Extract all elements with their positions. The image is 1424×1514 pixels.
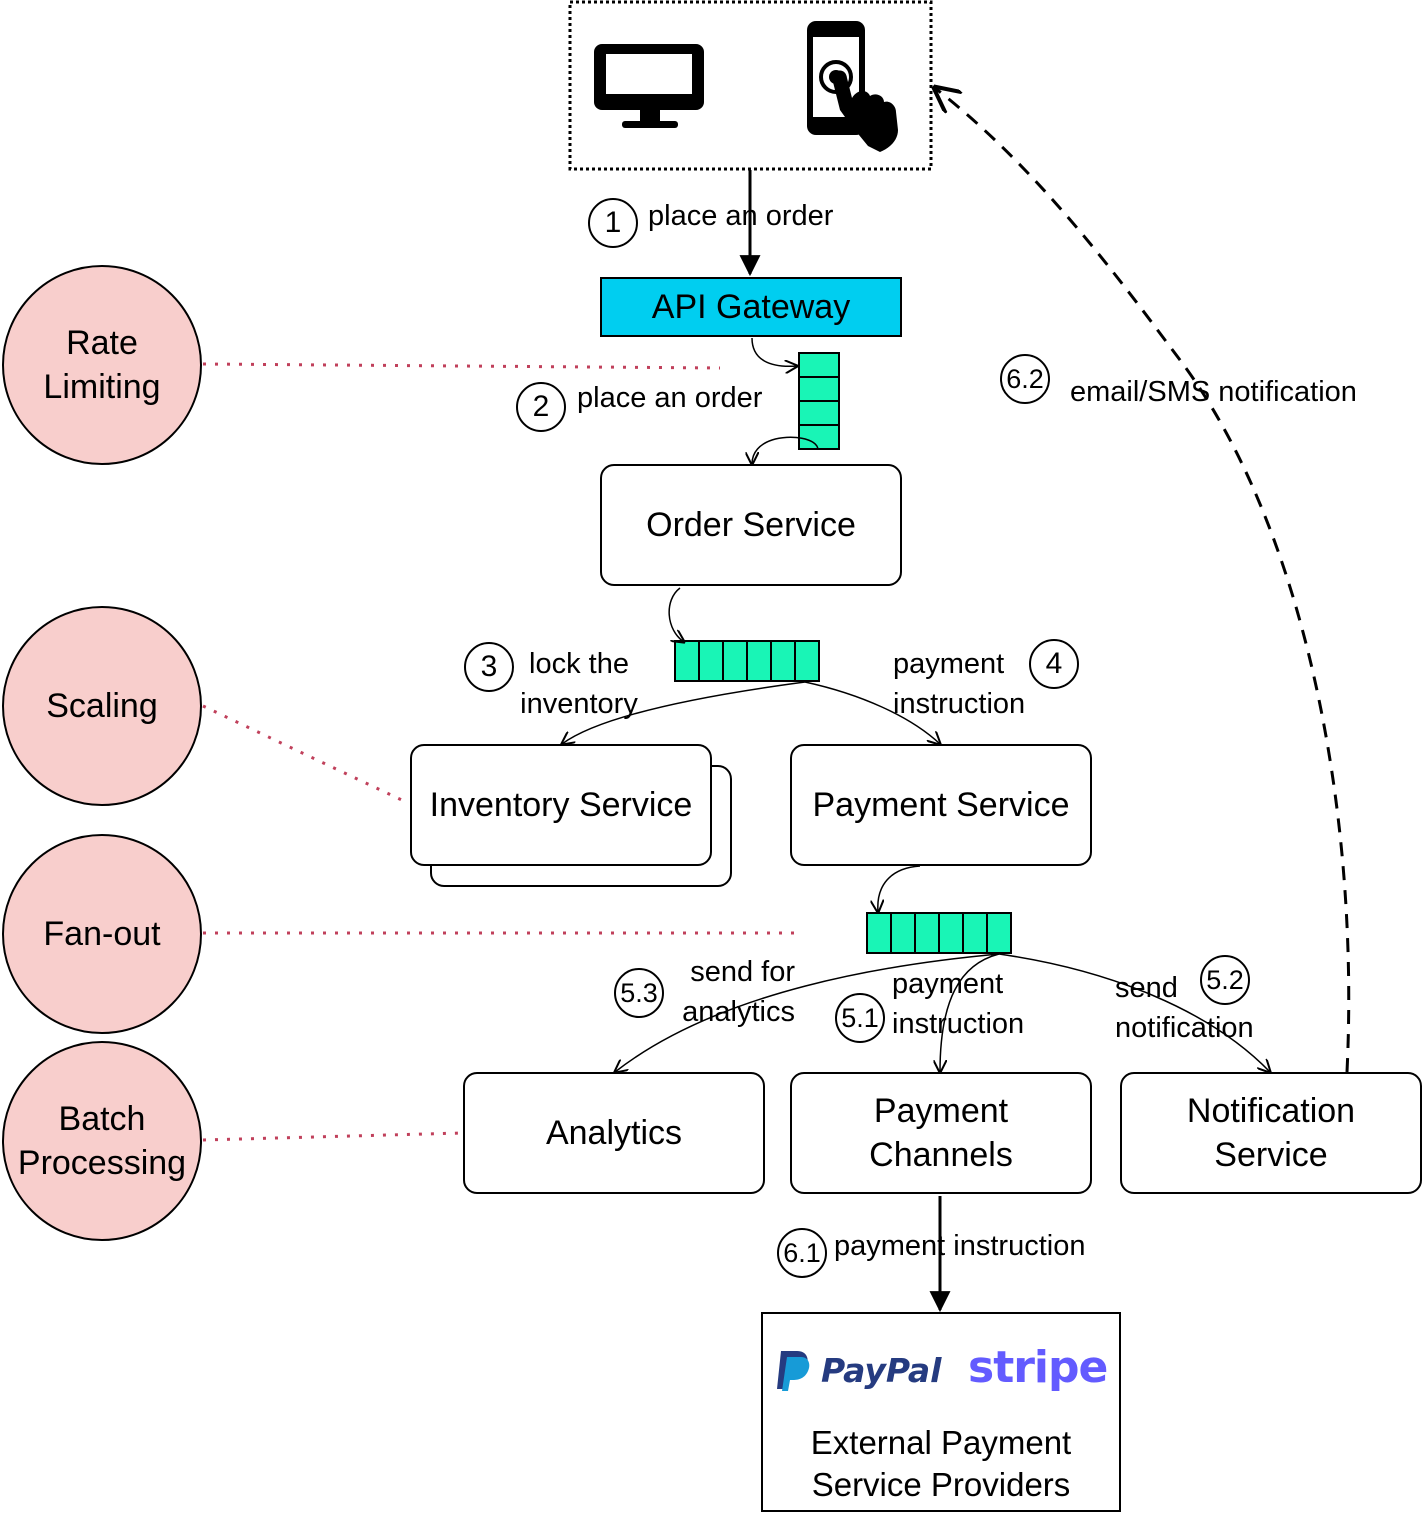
step-badge: 4 bbox=[1029, 639, 1079, 689]
fan-out-concept: Fan-out bbox=[2, 834, 202, 1034]
step-badge: 5.1 bbox=[835, 993, 885, 1043]
step-badge: 3 bbox=[464, 642, 514, 692]
stripe-logo: stripe bbox=[968, 1342, 1108, 1393]
paypal-logo: PayPal bbox=[775, 1345, 942, 1395]
step-badge: 6.2 bbox=[1000, 354, 1050, 404]
step-label: send for analytics bbox=[682, 956, 795, 1028]
concept-connectors bbox=[202, 362, 798, 1142]
step-badge: 5.3 bbox=[614, 968, 664, 1018]
arrow-notification-to-client bbox=[935, 88, 1351, 1073]
step-label: place an order bbox=[648, 200, 834, 232]
step-label: email/SMS notification bbox=[1070, 376, 1357, 408]
paypal-mark-icon bbox=[777, 1351, 810, 1391]
external-providers-frame bbox=[761, 1312, 1121, 1512]
step-label: place an order bbox=[577, 382, 763, 414]
flow-connectors bbox=[562, 337, 1270, 1072]
external-providers-label: External Payment Service Providers bbox=[810, 1424, 1072, 1503]
rate-limiting-concept: Rate Limiting bbox=[2, 265, 202, 465]
order-service-box: Order Service bbox=[600, 464, 902, 586]
analytics-box: Analytics bbox=[463, 1072, 765, 1194]
order-queue bbox=[798, 352, 840, 450]
payment-channels-box: Payment Channels bbox=[790, 1072, 1092, 1194]
payment-service-box: Payment Service bbox=[790, 744, 1092, 866]
scaling-concept: Scaling bbox=[2, 606, 202, 806]
notification-service-box: Notification Service bbox=[1120, 1072, 1422, 1194]
order-events-queue bbox=[674, 640, 820, 682]
step-label: payment instruction bbox=[834, 1230, 1086, 1262]
batch-processing-concept: Batch Processing bbox=[2, 1041, 202, 1241]
step-label: lock the inventory bbox=[520, 648, 638, 720]
inventory-service-box: Inventory Service bbox=[410, 744, 712, 866]
step-badge: 2 bbox=[516, 382, 566, 432]
smartphone-touch-icon bbox=[807, 21, 898, 152]
step-badge: 5.2 bbox=[1200, 955, 1250, 1005]
step-label: payment instruction bbox=[893, 648, 1026, 720]
step-label: payment instruction bbox=[892, 968, 1025, 1040]
step-badge: 6.1 bbox=[777, 1228, 827, 1278]
paypal-wordmark: PayPal bbox=[821, 1350, 942, 1390]
step-label: send notification bbox=[1115, 972, 1254, 1044]
monitor-icon bbox=[594, 44, 704, 128]
api-gateway-box: API Gateway bbox=[600, 277, 902, 337]
payment-events-queue bbox=[866, 912, 1012, 954]
step-badge: 1 bbox=[588, 198, 638, 248]
